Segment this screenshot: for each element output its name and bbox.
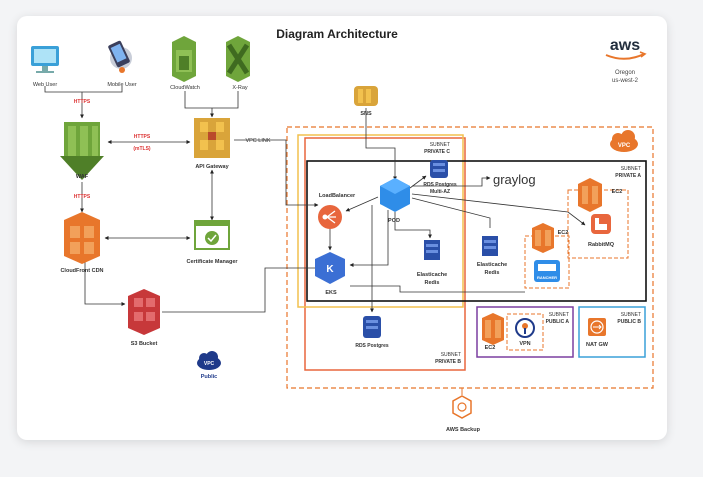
- backup-icon[interactable]: [452, 388, 472, 419]
- ec2-rancher-label: EC2: [558, 230, 569, 236]
- diagram-title: Diagram Architecture: [276, 27, 398, 41]
- graylog-logo[interactable]: graylog: [493, 172, 536, 187]
- eks-label: EKS: [325, 290, 337, 296]
- edge-label-https-1: HTTPS: [74, 99, 91, 105]
- ec2-rabbitmq-label: EC2: [612, 189, 623, 195]
- eks-icon[interactable]: K: [315, 252, 345, 284]
- svg-text:PRIVATE A: PRIVATE A: [615, 173, 641, 179]
- aws-logo: aws Oregon us-west-2: [605, 37, 647, 84]
- subnet-public-b: [578, 306, 646, 358]
- rabbitmq-label: RabbitMQ: [588, 242, 615, 248]
- rds-multiaz-label-2: Multi-AZ: [430, 189, 450, 195]
- cloudwatch-icon[interactable]: [172, 36, 196, 82]
- vpn-icon[interactable]: [515, 318, 535, 338]
- architecture-diagram: Diagram Architecture aws Oregon us-west-…: [31, 27, 654, 433]
- rds-multiaz-label-1: RDS Postgres: [423, 182, 457, 188]
- certificate-icon[interactable]: [194, 220, 230, 250]
- cloudfront-icon[interactable]: [64, 212, 100, 264]
- connectors: [44, 86, 586, 313]
- sns-icon[interactable]: [354, 86, 378, 106]
- vpn-group: [506, 313, 544, 351]
- database-icon[interactable]: [363, 316, 381, 338]
- mobile-user-label: Mobile User: [107, 82, 137, 88]
- waf-label: WAF: [76, 174, 89, 180]
- vpc-public-icon: VPC: [197, 351, 221, 370]
- elasticache-icon[interactable]: [482, 236, 498, 256]
- svg-text:K: K: [326, 264, 334, 275]
- ec2-icon[interactable]: [482, 313, 504, 345]
- subnet-private-b: [304, 137, 466, 371]
- loadbalancer-label: LoadBalancer: [319, 193, 356, 199]
- subnet-private-a: [306, 160, 647, 302]
- elasticache-2-label: Elasticache: [477, 262, 507, 268]
- load-balancer-icon[interactable]: [318, 205, 342, 229]
- subnet-private-c: [297, 134, 464, 308]
- vpc-cloud-icon: VPC: [610, 130, 638, 152]
- elasticache-1-redis: Redis: [425, 280, 440, 286]
- edge-label-https-2: HTTPS: [74, 194, 91, 200]
- subnet-public-a: [476, 306, 574, 358]
- diagram-card: Diagram Architecture aws Oregon us-west-…: [17, 16, 667, 440]
- svg-text:PUBLIC A: PUBLIC A: [546, 319, 570, 325]
- svg-text:SUBNET: SUBNET: [621, 166, 641, 172]
- nat-gw-label: NAT GW: [586, 342, 609, 348]
- api-gateway-label: API Gateway: [195, 164, 229, 170]
- cloudfront-label: CloudFront CDN: [60, 268, 103, 274]
- svg-text:VPC: VPC: [204, 361, 215, 367]
- vpc-public-label: Public: [201, 374, 218, 380]
- rds-postgres-label: RDS Postgres: [355, 343, 389, 349]
- web-user-label: Web User: [33, 82, 58, 88]
- ec2-vpn-label: EC2: [485, 345, 496, 351]
- certificate-manager-label: Certificate Manager: [186, 259, 238, 265]
- pod-label: POD: [388, 218, 400, 224]
- ec2-icon[interactable]: [578, 178, 602, 212]
- region-code: us-west-2: [612, 78, 639, 84]
- edge-label-mtls: (mTLS): [133, 146, 151, 152]
- svg-text:PRIVATE C: PRIVATE C: [424, 149, 450, 155]
- s3-label: S3 Bucket: [131, 341, 158, 347]
- vpn-label: VPN: [519, 341, 530, 347]
- aws-backup-label: AWS Backup: [446, 427, 481, 433]
- s3-bucket-icon[interactable]: [128, 289, 160, 335]
- rancher-icon[interactable]: RANCHER: [534, 260, 560, 282]
- svg-text:SUBNET: SUBNET: [549, 312, 569, 318]
- cloudwatch-label: CloudWatch: [170, 85, 200, 91]
- elasticache-icon[interactable]: [424, 240, 440, 260]
- region-name: Oregon: [615, 70, 635, 76]
- svg-text:PRIVATE B: PRIVATE B: [435, 359, 461, 365]
- elasticache-1-label: Elasticache: [417, 272, 447, 278]
- svg-text:SUBNET: SUBNET: [430, 142, 450, 148]
- api-gateway-icon[interactable]: [194, 118, 230, 158]
- svg-text:SUBNET: SUBNET: [621, 312, 641, 318]
- svg-text:PUBLIC B: PUBLIC B: [617, 319, 641, 325]
- monitor-icon[interactable]: [31, 46, 59, 73]
- sns-label: SNS: [360, 111, 372, 117]
- svg-text:VPC: VPC: [618, 143, 631, 149]
- elasticache-2-redis: Redis: [485, 270, 500, 276]
- mobile-phone-icon[interactable]: [108, 40, 132, 73]
- aws-logo-text: aws: [610, 37, 640, 54]
- svg-text:RANCHER: RANCHER: [537, 275, 557, 280]
- pod-cube-icon[interactable]: [380, 178, 410, 212]
- vpc-boundary: [286, 126, 654, 389]
- edge-label-vpc-link: VPC LINK: [245, 138, 270, 144]
- xray-label: X-Ray: [232, 85, 248, 91]
- svg-text:SUBNET: SUBNET: [441, 352, 461, 358]
- waf-icon[interactable]: [60, 122, 104, 180]
- ec2-icon[interactable]: [532, 223, 554, 253]
- edge-label-https-mtls: HTTPS: [134, 134, 151, 140]
- nat-gateway-icon[interactable]: [588, 318, 606, 336]
- rabbitmq-icon[interactable]: [591, 214, 611, 234]
- database-icon[interactable]: [430, 160, 448, 178]
- xray-icon[interactable]: [226, 36, 250, 82]
